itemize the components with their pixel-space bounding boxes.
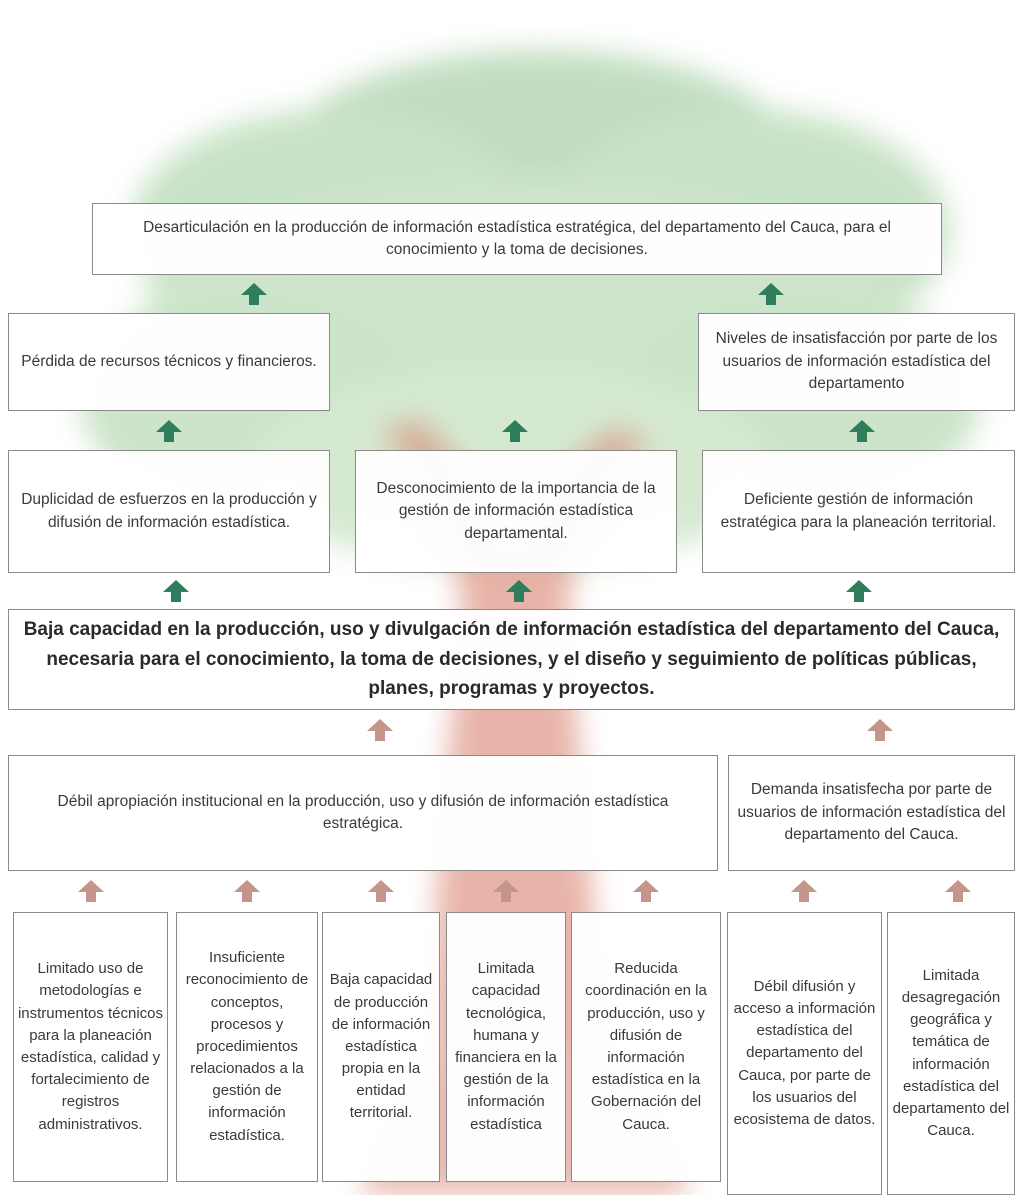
cause-main-text-2: Demanda insatisfecha por parte de usuari… bbox=[737, 781, 1006, 844]
effect-level3-text-3: Deficiente gestión de información estrat… bbox=[720, 491, 997, 531]
arrow-up-icon bbox=[633, 880, 659, 902]
arrow-up-icon bbox=[867, 719, 893, 741]
arrow-up-icon bbox=[493, 880, 519, 902]
effect-top-text: Desarticulación en la producción de info… bbox=[143, 218, 891, 258]
cause-root-text-4: Limitada capacidad tecnológica, humana y… bbox=[455, 960, 557, 1133]
effect-level2-box-1: Pérdida de recursos técnicos y financier… bbox=[8, 313, 330, 411]
cause-root-box-7: Limitada desagregación geográfica y temá… bbox=[887, 912, 1015, 1195]
cause-root-text-3: Baja capacidad de producción de informac… bbox=[329, 971, 433, 1122]
effect-level3-text-1: Duplicidad de esfuerzos en la producción… bbox=[21, 491, 317, 531]
cause-main-box-2: Demanda insatisfecha por parte de usuari… bbox=[728, 755, 1015, 871]
arrow-up-icon bbox=[791, 880, 817, 902]
arrow-up-icon bbox=[234, 880, 260, 902]
arrow-up-icon bbox=[846, 580, 872, 602]
cause-root-box-4: Limitada capacidad tecnológica, humana y… bbox=[446, 912, 566, 1182]
effect-level3-text-2: Desconocimiento de la importancia de la … bbox=[376, 479, 656, 542]
cause-main-text-1: Débil apropiación institucional en la pr… bbox=[57, 792, 669, 832]
arrow-up-icon bbox=[758, 283, 784, 305]
cause-root-box-2: Insuficiente reconocimiento de conceptos… bbox=[176, 912, 318, 1182]
arrow-up-icon bbox=[506, 580, 532, 602]
cause-main-box-1: Débil apropiación institucional en la pr… bbox=[8, 755, 718, 871]
arrow-up-icon bbox=[241, 283, 267, 305]
core-problem-box: Baja capacidad en la producción, uso y d… bbox=[8, 609, 1015, 710]
effect-level2-text-1: Pérdida de recursos técnicos y financier… bbox=[21, 352, 317, 370]
arrow-up-icon bbox=[163, 580, 189, 602]
cause-root-text-1: Limitado uso de metodologías e instrumen… bbox=[17, 960, 164, 1133]
cause-root-box-1: Limitado uso de metodologías e instrumen… bbox=[13, 912, 168, 1182]
core-problem-text: Baja capacidad en la producción, uso y d… bbox=[23, 619, 1000, 700]
effect-level2-text-2: Niveles de insatisfacción por parte de l… bbox=[715, 330, 998, 393]
cause-root-box-6: Débil difusión y acceso a información es… bbox=[727, 912, 882, 1195]
arrow-up-icon bbox=[156, 420, 182, 442]
arrow-up-icon bbox=[502, 420, 528, 442]
cause-root-text-2: Insuficiente reconocimiento de conceptos… bbox=[185, 949, 309, 1144]
effect-level3-box-2: Desconocimiento de la importancia de la … bbox=[355, 450, 677, 573]
cause-root-text-5: Reducida coordinación en la producción, … bbox=[585, 960, 707, 1133]
cause-root-box-3: Baja capacidad de producción de informac… bbox=[322, 912, 440, 1182]
effect-level2-box-2: Niveles de insatisfacción por parte de l… bbox=[698, 313, 1015, 411]
arrow-up-icon bbox=[368, 880, 394, 902]
effect-level3-box-3: Deficiente gestión de información estrat… bbox=[702, 450, 1015, 573]
effect-level3-box-1: Duplicidad de esfuerzos en la producción… bbox=[8, 450, 330, 573]
arrow-up-icon bbox=[367, 719, 393, 741]
cause-root-text-7: Limitada desagregación geográfica y temá… bbox=[892, 966, 1010, 1140]
arrow-up-icon bbox=[945, 880, 971, 902]
arrow-up-icon bbox=[78, 880, 104, 902]
arrow-up-icon bbox=[849, 420, 875, 442]
effect-top-box: Desarticulación en la producción de info… bbox=[92, 203, 942, 275]
cause-root-text-6: Débil difusión y acceso a información es… bbox=[733, 977, 876, 1128]
cause-root-box-5: Reducida coordinación en la producción, … bbox=[571, 912, 721, 1182]
